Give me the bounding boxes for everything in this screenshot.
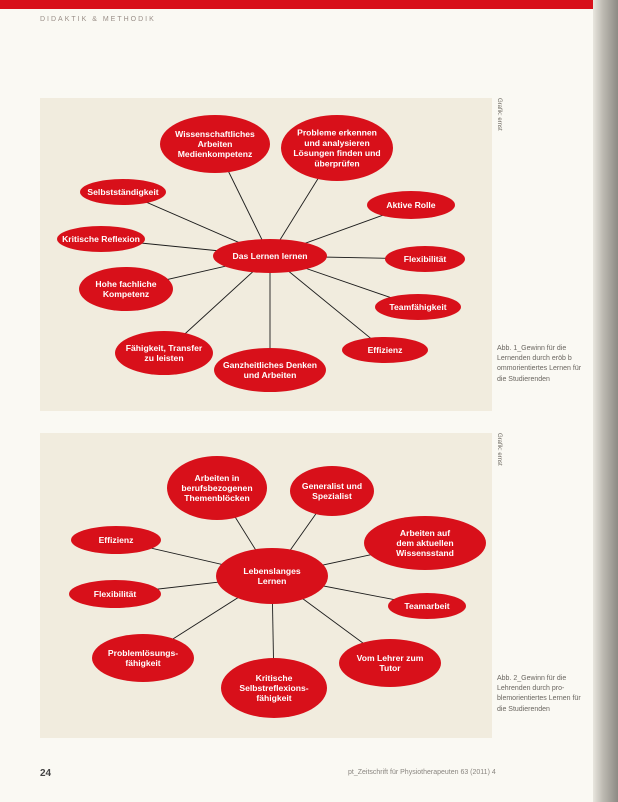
- figure-2-node-label: dem aktuellen: [396, 538, 453, 548]
- figure-1-node-label: Effizienz: [368, 345, 403, 355]
- figure-1-node: Aktive Rolle: [367, 191, 455, 219]
- book-gutter: [593, 0, 618, 802]
- figure-1-node-label: Aktive Rolle: [386, 200, 435, 210]
- figure-2-node-shape: [388, 593, 466, 619]
- figure-1-node-shape: [367, 191, 455, 219]
- figure-2-node-label: Tutor: [379, 663, 401, 673]
- figure-1-node-label: überprüfen: [314, 158, 359, 168]
- figure-1-node-label: Fähigkeit, Transfer: [126, 343, 203, 353]
- figure-2-node-label: Flexibilität: [94, 589, 137, 599]
- figure-1-node-label: Kompetenz: [103, 289, 149, 299]
- figure-1-node-shape: [57, 226, 145, 252]
- figure-2-node-shape: [221, 658, 327, 718]
- figure-2-node-label: Wissensstand: [396, 548, 454, 558]
- figure-1-credit: Grafik: ernst: [496, 98, 502, 131]
- figure-1-node-shape: [375, 294, 461, 320]
- figure-2-caption: Abb. 2_Gewinn für die Lehrenden durch pr…: [497, 675, 581, 713]
- figure-2-node: Flexibilität: [69, 580, 161, 608]
- figure-1-node-label: Arbeiten: [198, 139, 233, 149]
- figure-2-node-shape: [290, 466, 374, 516]
- figure-1-diagram: Das Lernen lernen WissenschaftlichesArbei…: [57, 115, 465, 392]
- figure-2-node-shape: [167, 456, 267, 520]
- figure-1-node-label: Teamfähigkeit: [389, 302, 446, 312]
- figure-2-node-label: fähigkeit: [125, 658, 160, 668]
- figure-1-node-shape: [214, 348, 326, 392]
- figure-1-node-label: Wissenschaftliches: [175, 129, 255, 139]
- figure-1-node-label: und analysieren: [304, 138, 369, 148]
- figure-2-node-shape: [71, 526, 161, 554]
- figure-1-node-label: zu leisten: [144, 353, 183, 363]
- figure-1-center-node-label: Das Lernen lernen: [233, 251, 308, 261]
- figure-2-node-label: Spezialist: [312, 491, 352, 501]
- figure-1-node-label: Probleme erkennen: [297, 128, 377, 138]
- figure-2-node-label: berufsbezogenen: [181, 483, 252, 493]
- figure-2-node-shape: [69, 580, 161, 608]
- figure-2-node: Teamarbeit: [388, 593, 466, 619]
- figure-2-node-label: fähigkeit: [256, 693, 291, 703]
- figure-2-node-shape: [92, 634, 194, 682]
- figure-2-node-shape: [364, 516, 486, 570]
- figure-2-node-label: Effizienz: [99, 535, 134, 545]
- figure-2-node-shape: [339, 639, 441, 687]
- figure-1-node-label: Ganzheitliches Denken: [223, 360, 317, 370]
- figure-1-node-shape: [385, 246, 465, 272]
- page-number: 24: [40, 768, 52, 779]
- figure-1-center-node-shape: [213, 239, 327, 273]
- section-header: DIDAKTIK & METHODIK: [40, 16, 156, 23]
- figure-1-node-label: und Arbeiten: [244, 370, 297, 380]
- figure-2-center-node-label: Lebenslanges: [243, 566, 301, 576]
- figure-1-node-shape: [160, 115, 270, 173]
- figure-1-node: Flexibilität: [385, 246, 465, 272]
- figure-1-node: Teamfähigkeit: [375, 294, 461, 320]
- figure-1-node: Kritische Reflexion: [57, 226, 145, 252]
- figure-1-node-label: Hohe fachliche: [95, 279, 156, 289]
- journal-source: pt_Zeitschrift für Physiotherapeuten 63 …: [348, 769, 496, 776]
- figure-1-node-label: Flexibilität: [404, 254, 447, 264]
- figure-2-node-label: Problemlösungs-: [108, 648, 178, 658]
- figure-1-node-shape: [342, 337, 428, 363]
- figure-1-caption: Abb. 1_Gewinn für die Lernenden durch er…: [497, 345, 582, 383]
- figure-1-node-label: Kritische Reflexion: [62, 234, 140, 244]
- figure-2-node-label: Selbstreflexions-: [239, 683, 308, 693]
- figure-2-node-label: Arbeiten in: [195, 473, 240, 483]
- figure-1-node: Effizienz: [342, 337, 428, 363]
- figure-2-node-label: Teamarbeit: [404, 601, 449, 611]
- figure-2-node-label: Vom Lehrer zum: [357, 653, 424, 663]
- figure-1-node-shape: [80, 179, 166, 205]
- figure-2-node-label: Kritische: [256, 673, 293, 683]
- figure-1-node-label: Medienkompetenz: [178, 149, 253, 159]
- figure-2-node-label: Themenblöcken: [184, 493, 249, 503]
- figure-2-node-label: Generalist und: [302, 481, 362, 491]
- figure-1-center-node: Das Lernen lernen: [213, 239, 327, 273]
- figure-2-center-node-label: Lernen: [258, 576, 287, 586]
- figure-1-node-shape: [79, 267, 173, 311]
- header-color-bar: [0, 0, 618, 9]
- figure-1-node: WissenschaftlichesArbeitenMedienkompeten…: [160, 115, 270, 173]
- figure-1-node-label: Selbstständigkeit: [87, 187, 158, 197]
- figure-2-center-node-shape: [216, 548, 328, 604]
- figure-1-node-label: Lösungen finden und: [293, 148, 380, 158]
- figure-2-node-label: Arbeiten auf: [400, 528, 450, 538]
- figure-2-credit: Grafik: ernst: [496, 433, 502, 466]
- figure-1-node: Selbstständigkeit: [80, 179, 166, 205]
- figure-2-node: Effizienz: [71, 526, 161, 554]
- figure-1-node-shape: [115, 331, 213, 375]
- figure-2-node: Problemlösungs-fähigkeit: [92, 634, 194, 682]
- figure-1-node-shape: [281, 115, 393, 181]
